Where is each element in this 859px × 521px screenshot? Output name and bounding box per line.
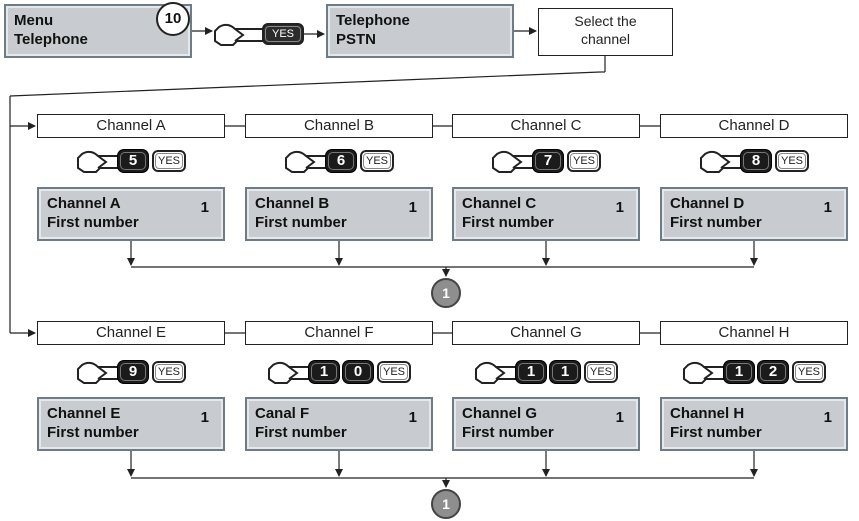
digit-key[interactable]: 2: [758, 361, 788, 383]
pointing-hand-icon: [76, 359, 128, 390]
channel-label-row2-1: Channel F: [245, 321, 433, 345]
pointing-hand-icon: [491, 148, 543, 179]
digit-key[interactable]: 5: [118, 150, 148, 172]
yes-key[interactable]: YES: [152, 150, 186, 172]
yes-key[interactable]: YES: [567, 150, 601, 172]
yes-key[interactable]: YES: [584, 361, 618, 383]
display-line-2: First number: [255, 424, 347, 441]
pointing-hand-icon: [267, 359, 319, 390]
digit-key[interactable]: 6: [326, 150, 356, 172]
display-line-1: Menu: [14, 12, 54, 29]
number-index: 1: [823, 409, 832, 426]
display-line-2: First number: [47, 424, 139, 441]
reference-badge-row1: 1: [431, 278, 461, 308]
digit-key[interactable]: 7: [533, 150, 563, 172]
reference-badge-row2: 1: [431, 489, 461, 519]
select-channel-box: Select the channel: [538, 8, 673, 56]
display-line-1: Channel G: [462, 405, 538, 422]
display-line-1: Channel A: [47, 195, 121, 212]
digit-key[interactable]: 0: [343, 361, 373, 383]
number-index: 1: [200, 199, 209, 216]
number-index: 1: [823, 199, 832, 216]
yes-key[interactable]: YES: [360, 150, 394, 172]
display-line-1: Channel C: [462, 195, 537, 212]
display-line-1: Channel B: [255, 195, 330, 212]
channel-label-row1-1: Channel B: [245, 114, 433, 138]
channel-label-row2-3: Channel H: [660, 321, 848, 345]
pointing-hand-icon: [682, 359, 734, 390]
pointing-hand-icon: [474, 359, 526, 390]
yes-key[interactable]: YES: [377, 361, 411, 383]
yes-key[interactable]: YES: [792, 361, 826, 383]
number-index: 1: [408, 199, 417, 216]
digit-key[interactable]: 1: [550, 361, 580, 383]
display-line-1: Telephone: [336, 12, 410, 29]
display-line-1: Channel E: [47, 405, 121, 422]
channel-label-row1-0: Channel A: [37, 114, 225, 138]
display-line-1: Channel H: [670, 405, 745, 422]
yes-key[interactable]: YES: [775, 150, 809, 172]
number-index: 1: [615, 199, 624, 216]
digit-key[interactable]: 8: [741, 150, 771, 172]
digit-key[interactable]: 9: [118, 361, 148, 383]
number-index: 1: [408, 409, 417, 426]
telephone-pstn-display: Telephone PSTN: [326, 4, 514, 58]
yes-key[interactable]: YES: [152, 361, 186, 383]
bus-diagonal: [9, 71, 601, 97]
digit-key[interactable]: 1: [309, 361, 339, 383]
pointing-hand-icon: [699, 148, 751, 179]
digit-key[interactable]: 1: [724, 361, 754, 383]
select-line-2: channel: [580, 31, 631, 47]
display-line-2: First number: [462, 214, 554, 231]
display-line-2: First number: [47, 214, 139, 231]
display-line-1: Channel D: [670, 195, 745, 212]
display-line-2: PSTN: [336, 31, 377, 48]
channel-label-row2-2: Channel G: [452, 321, 640, 345]
display-line-2: First number: [255, 214, 347, 231]
pointing-hand-icon: [284, 148, 336, 179]
display-line-2: First number: [670, 214, 762, 231]
number-index: 1: [615, 409, 624, 426]
display-line-2: Telephone: [14, 31, 88, 48]
display-line-2: First number: [462, 424, 554, 441]
channel-label-row1-3: Channel D: [660, 114, 848, 138]
pointing-hand-icon: [76, 148, 128, 179]
step-number-badge: 10: [156, 2, 190, 36]
pointing-hand-icon: [213, 21, 265, 52]
yes-key[interactable]: YES: [262, 23, 304, 45]
select-line-1: Select the: [574, 13, 637, 29]
channel-label-row2-0: Channel E: [37, 321, 225, 345]
digit-key[interactable]: 1: [516, 361, 546, 383]
channel-label-row1-2: Channel C: [452, 114, 640, 138]
number-index: 1: [200, 409, 209, 426]
display-line-2: First number: [670, 424, 762, 441]
display-line-1: Canal F: [255, 405, 310, 422]
